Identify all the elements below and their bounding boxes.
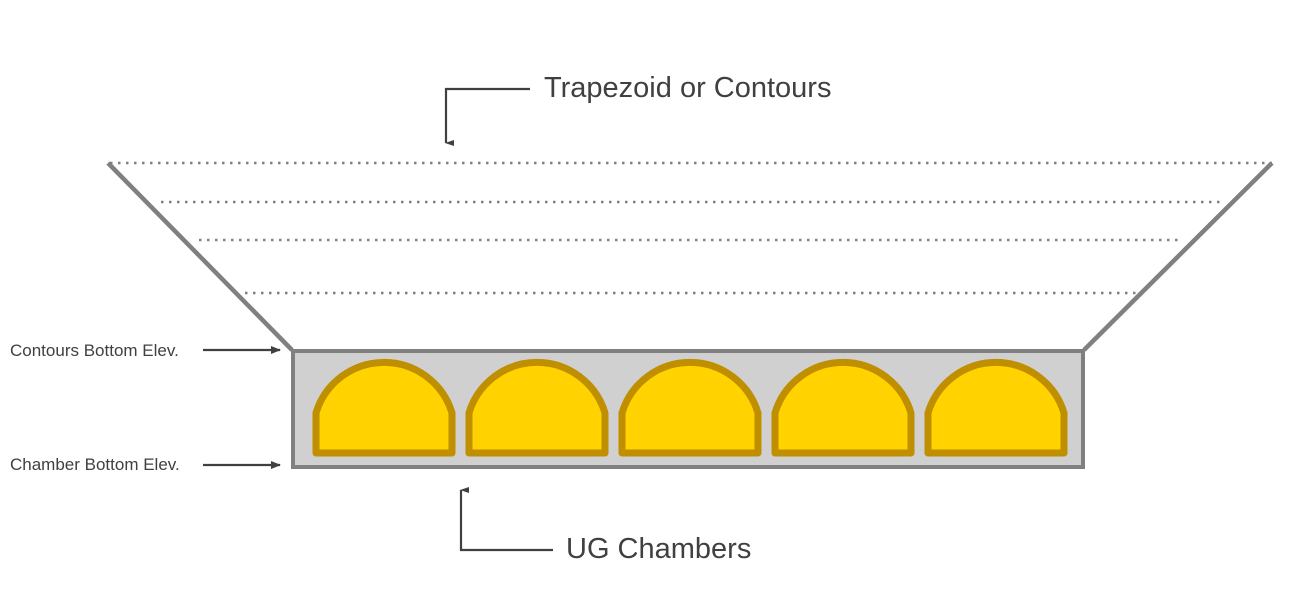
- ug-chamber: [924, 358, 1068, 457]
- trapezoid-side-walls: [106, 161, 1274, 352]
- contours-bottom-elevation-label: Contours Bottom Elev.: [10, 341, 179, 360]
- ug-chamber: [465, 358, 609, 457]
- chamber-bottom-elevation-label: Chamber Bottom Elev.: [10, 455, 180, 474]
- contour-lines: [110, 161, 1272, 295]
- ug-chambers-label: UG Chambers: [566, 533, 752, 565]
- ug-chambers-leader-arrow: [459, 487, 553, 552]
- ug-chamber-group: [312, 358, 1068, 457]
- leader-lines: [203, 87, 553, 552]
- trapezoid-right-edge: [1082, 161, 1274, 352]
- trapezoid-left-edge: [106, 161, 294, 352]
- ug-chamber: [771, 358, 915, 457]
- ug-chamber: [618, 358, 762, 457]
- ug-chamber: [312, 358, 456, 457]
- trapezoid-or-contours-label: Trapezoid or Contours: [544, 72, 832, 104]
- trapezoid-leader-arrow: [444, 87, 530, 146]
